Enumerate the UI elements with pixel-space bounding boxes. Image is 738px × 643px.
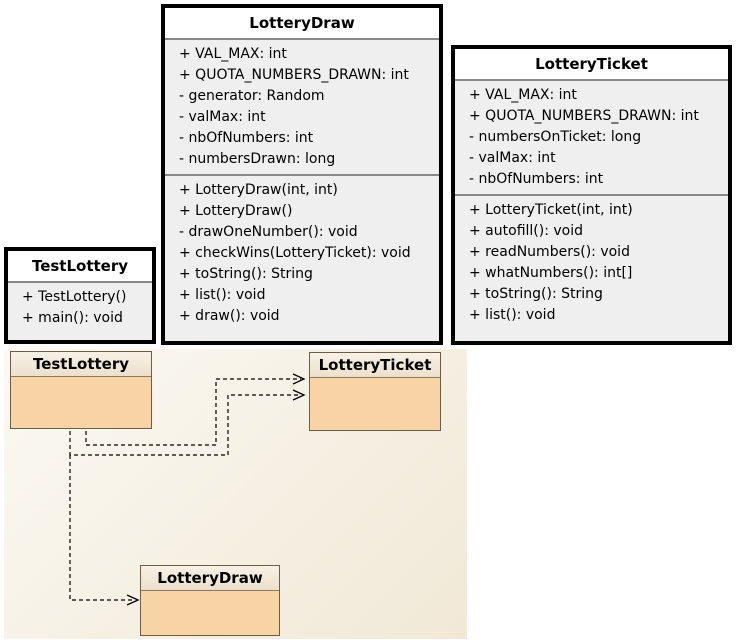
dependency-arrows	[69, 373, 306, 606]
mini-class-test-lottery[interactable]: TestLottery	[10, 351, 152, 429]
method: + LotteryDraw()	[179, 203, 293, 219]
mini-class-name-lottery-draw: LotteryDraw	[141, 566, 279, 591]
arrowhead-ticket-lower	[292, 389, 306, 401]
attribute: + QUOTA_NUMBERS_DRAWN: int	[469, 108, 699, 124]
attribute: - nbOfNumbers: int	[179, 130, 314, 146]
methods-section-test-lottery: + TestLottery() + main(): void	[8, 283, 152, 333]
method: + whatNumbers(): int[]	[469, 265, 633, 281]
arrowhead-ticket-upper	[292, 373, 306, 385]
method: + autofill(): void	[469, 223, 584, 239]
attribute: - numbersDrawn: long	[179, 151, 336, 167]
dependency-line-test-to-ticket-upper	[85, 378, 301, 446]
class-name-test-lottery: TestLottery	[8, 251, 152, 283]
method: + draw(): void	[179, 308, 280, 324]
dependency-line-test-to-ticket-lower	[69, 394, 301, 456]
class-name-lottery-draw: LotteryDraw	[165, 8, 439, 40]
attribute: - valMax: int	[469, 150, 556, 166]
attributes-section-lottery-ticket: + VAL_MAX: int + QUOTA_NUMBERS_DRAWN: in…	[455, 81, 728, 196]
attribute: + QUOTA_NUMBERS_DRAWN: int	[179, 67, 409, 83]
attribute: - valMax: int	[179, 109, 266, 125]
dependency-diagram: TestLottery LotteryTicket LotteryDraw	[4, 349, 467, 639]
attribute: + VAL_MAX: int	[469, 87, 577, 103]
attributes-section-lottery-draw: + VAL_MAX: int + QUOTA_NUMBERS_DRAWN: in…	[165, 40, 439, 176]
mini-class-lottery-ticket[interactable]: LotteryTicket	[309, 352, 441, 431]
method: + checkWins(LotteryTicket): void	[179, 245, 411, 261]
class-name-lottery-ticket: LotteryTicket	[455, 49, 728, 81]
methods-section-lottery-ticket: + LotteryTicket(int, int) + autofill(): …	[455, 196, 728, 330]
method: + readNumbers(): void	[469, 244, 630, 260]
method: + TestLottery()	[22, 289, 127, 305]
class-box-lottery-ticket[interactable]: LotteryTicket + VAL_MAX: int + QUOTA_NUM…	[451, 45, 732, 345]
method: + toString(): String	[469, 286, 603, 302]
method: + LotteryDraw(int, int)	[179, 182, 338, 198]
attribute: - numbersOnTicket: long	[469, 129, 642, 145]
method: - drawOneNumber(): void	[179, 224, 358, 240]
methods-section-lottery-draw: + LotteryDraw(int, int) + LotteryDraw() …	[165, 176, 439, 331]
class-box-lottery-draw[interactable]: LotteryDraw + VAL_MAX: int + QUOTA_NUMBE…	[161, 4, 443, 345]
mini-class-name-test-lottery: TestLottery	[11, 352, 151, 377]
mini-class-name-lottery-ticket: LotteryTicket	[310, 353, 440, 378]
attribute: - nbOfNumbers: int	[469, 171, 604, 187]
attribute: + VAL_MAX: int	[179, 46, 287, 62]
method: + toString(): String	[179, 266, 313, 282]
arrowhead-draw	[126, 594, 140, 606]
attribute: - generator: Random	[179, 88, 325, 104]
method: + main(): void	[22, 310, 123, 326]
method: + LotteryTicket(int, int)	[469, 202, 633, 218]
method: + list(): void	[469, 307, 556, 323]
mini-class-lottery-draw[interactable]: LotteryDraw	[140, 565, 280, 636]
method: + list(): void	[179, 287, 266, 303]
dependency-line-test-to-draw	[69, 455, 134, 601]
class-box-test-lottery[interactable]: TestLottery + TestLottery() + main(): vo…	[4, 247, 156, 344]
